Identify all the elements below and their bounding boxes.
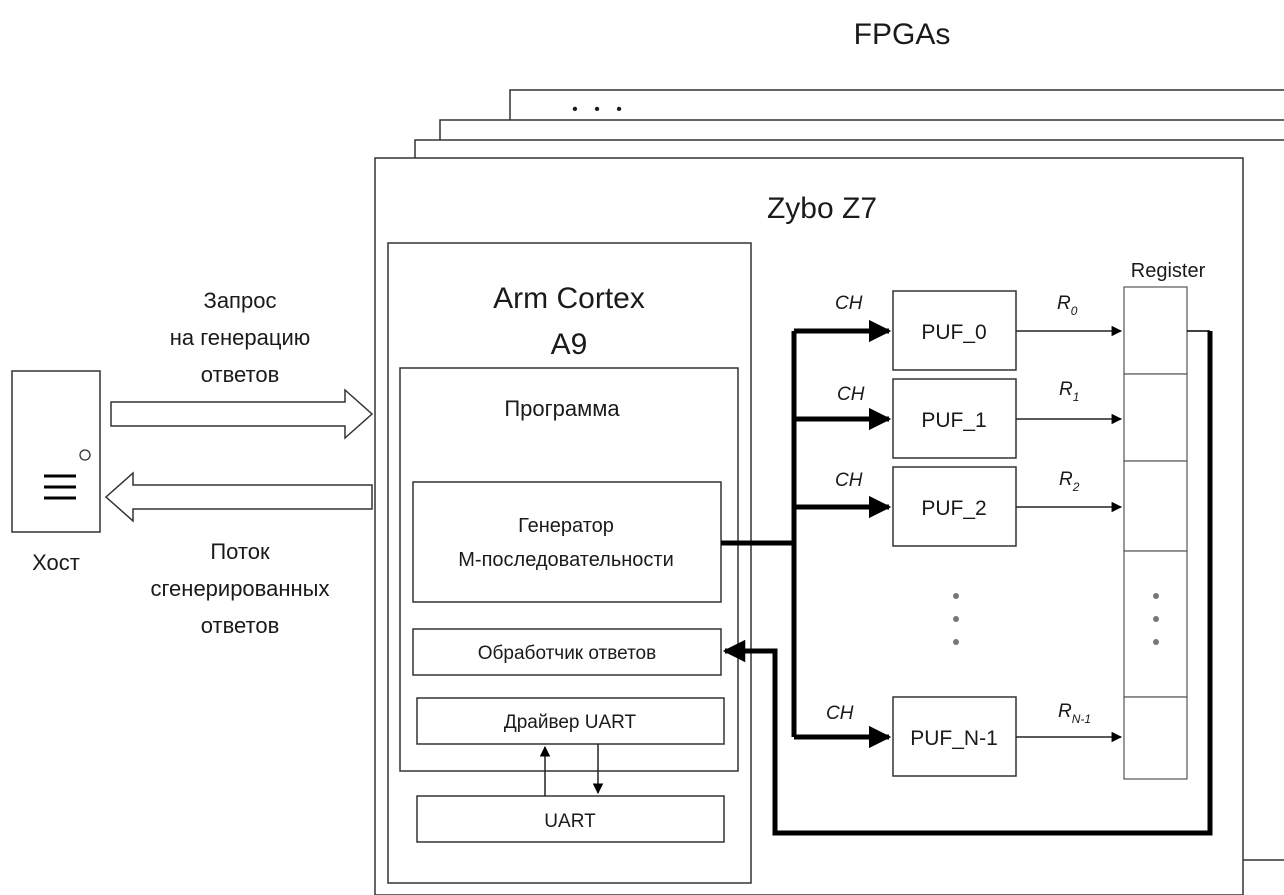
- puf-row-2: CH PUF_2 R2: [794, 466, 1123, 547]
- puf-row-0: CH PUF_0 R0: [794, 290, 1123, 371]
- request-line3: ответов: [201, 362, 280, 387]
- puf-label: PUF_0: [921, 321, 986, 344]
- host-power-led-icon: [79, 449, 91, 461]
- puf-row-n: CH PUF_N-1 RN-1: [794, 696, 1123, 777]
- cpu-title-line1: Arm Cortex: [493, 282, 645, 315]
- ch-label: CH: [826, 703, 854, 724]
- response-handler-block: [412, 628, 722, 676]
- register-label: Register: [1131, 260, 1206, 282]
- register-ellipsis: [1153, 593, 1159, 645]
- uart-driver-block: [416, 697, 725, 745]
- uart-driver-label: Драйвер UART: [504, 712, 637, 733]
- generator-line2: M-последовательности: [458, 549, 674, 571]
- uart-label: UART: [544, 811, 596, 832]
- puf-label: PUF_2: [921, 497, 986, 520]
- puf-block: [892, 378, 1017, 459]
- ch-label: CH: [837, 384, 865, 405]
- request-line2: на генерацию: [170, 325, 311, 350]
- response-handler-label: Обработчик ответов: [478, 643, 656, 664]
- fpgas-label: FPGAs: [854, 18, 951, 51]
- response-label: R0: [1057, 293, 1078, 318]
- response-subscript: 2: [1072, 480, 1080, 494]
- challenge-bus: [721, 331, 797, 737]
- request-arrow: [110, 388, 374, 440]
- feedback-bus: [722, 331, 1213, 836]
- puf-block: [892, 290, 1017, 371]
- register-block: [1123, 286, 1188, 780]
- puf-row-1: CH PUF_1 R1: [794, 378, 1123, 459]
- stream-arrow: [104, 471, 373, 523]
- cpu-title-line2: A9: [551, 328, 588, 361]
- ch-label: CH: [835, 293, 863, 314]
- response-label: R1: [1059, 379, 1079, 404]
- host-computer: [11, 370, 101, 533]
- ch-label: CH: [835, 470, 863, 491]
- puf-label: PUF_1: [921, 409, 986, 432]
- host-label: Хост: [32, 550, 80, 575]
- uart-block: [416, 795, 725, 843]
- board-title: Zybo Z7: [767, 192, 877, 225]
- stream-line3: ответов: [201, 613, 280, 638]
- puf-block: [892, 696, 1017, 777]
- stream-line2: сгенерированных: [151, 576, 330, 601]
- request-line1: Запрос: [204, 288, 277, 313]
- generator-line1: Генератор: [518, 515, 614, 537]
- generator-block: [412, 481, 722, 603]
- response-label: R2: [1059, 469, 1080, 494]
- program-title: Программа: [504, 396, 620, 421]
- response-subscript: 1: [1073, 390, 1080, 404]
- puf-block: [892, 466, 1017, 547]
- stack-dots: • • •: [572, 101, 628, 118]
- puf-ellipsis: [953, 593, 959, 645]
- response-label: RN-1: [1058, 701, 1091, 726]
- stream-line1: Поток: [210, 539, 270, 564]
- response-subscript: 0: [1071, 304, 1078, 318]
- response-subscript: N-1: [1072, 712, 1091, 726]
- puf-label: PUF_N-1: [910, 727, 998, 750]
